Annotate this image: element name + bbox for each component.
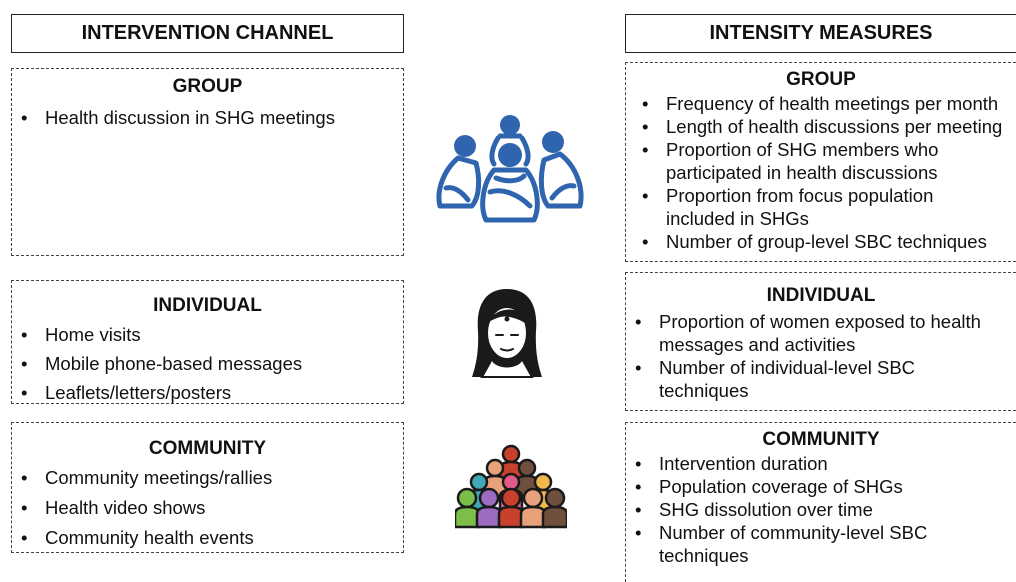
list-item: Number of community-level SBC techniques [635, 521, 959, 567]
list-item: Community meetings/rallies [21, 463, 403, 493]
list-item: SHG dissolution over time [635, 498, 1016, 521]
channel-title-individual: INDIVIDUAL [153, 295, 262, 316]
list-item: Mobile phone-based messages [21, 349, 403, 378]
measure-box-individual: INDIVIDUAL Proportion of women exposed t… [625, 272, 1016, 411]
intervention-channel-header-label: INTERVENTION CHANNEL [81, 22, 334, 44]
measure-list-community: Intervention duration Population coverag… [635, 452, 1016, 567]
list-item: Number of group-level SBC techniques [642, 230, 1016, 253]
list-item: Proportion of women exposed to health me… [635, 310, 1004, 356]
measure-title-group: GROUP [786, 69, 856, 90]
measure-title-community: COMMUNITY [762, 429, 880, 450]
channel-list-community: Community meetings/rallies Health video … [21, 463, 403, 553]
intensity-measures-header-label: INTENSITY MEASURES [709, 22, 933, 44]
list-item: Proportion of SHG members who participat… [642, 138, 966, 184]
list-item: Leaflets/letters/posters [21, 378, 403, 407]
measure-box-group: GROUP Frequency of health meetings per m… [625, 62, 1016, 262]
crowd-icon [453, 440, 569, 532]
channel-box-individual: INDIVIDUAL Home visits Mobile phone-base… [11, 280, 404, 407]
measure-title-individual: INDIVIDUAL [766, 285, 876, 306]
intervention-channel-header: INTERVENTION CHANNEL [11, 14, 404, 53]
channel-list-group: Health discussion in SHG meetings [21, 106, 403, 129]
list-item: Health discussion in SHG meetings [21, 106, 403, 129]
list-item: Community health events [21, 523, 403, 553]
list-item: Length of health discussions per meeting [642, 115, 1016, 138]
list-item: Frequency of health meetings per month [642, 92, 1016, 115]
list-item: Intervention duration [635, 452, 1016, 475]
list-item: Home visits [21, 320, 403, 349]
channel-title-community: COMMUNITY [148, 438, 267, 459]
intensity-measures-header: INTENSITY MEASURES [625, 14, 1016, 53]
measure-box-community: COMMUNITY Intervention duration Populati… [625, 422, 1016, 582]
list-item: Population coverage of SHGs [635, 475, 1016, 498]
measure-list-individual: Proportion of women exposed to health me… [635, 310, 1016, 402]
woman-face-icon [470, 285, 544, 381]
channel-box-group: GROUP Health discussion in SHG meetings [11, 68, 404, 256]
list-item: Health video shows [21, 493, 403, 523]
measure-list-group: Frequency of health meetings per month L… [642, 92, 1016, 253]
channel-list-individual: Home visits Mobile phone-based messages … [21, 320, 403, 407]
list-item: Number of individual-level SBC technique… [635, 356, 959, 402]
group-of-women-icon [432, 108, 588, 226]
list-item: Proportion from focus population include… [642, 184, 966, 230]
channel-title-group: GROUP [172, 76, 243, 97]
channel-box-community: COMMUNITY Community meetings/rallies Hea… [11, 422, 404, 553]
